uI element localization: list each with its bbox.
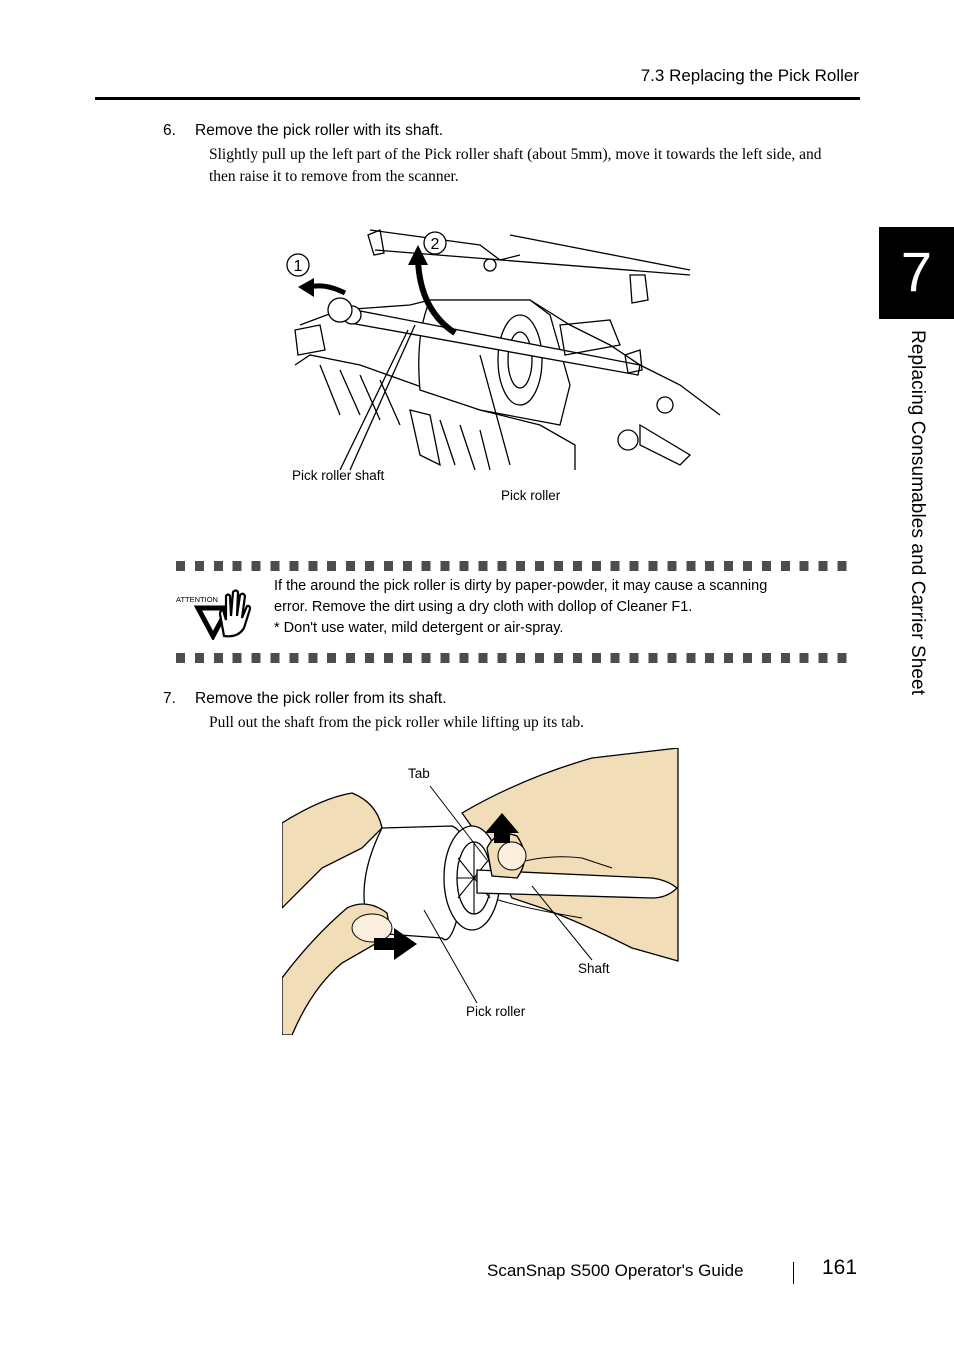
arrow-up-icon bbox=[485, 813, 519, 843]
marker-1: 1 bbox=[294, 258, 303, 275]
arrow-right-icon bbox=[374, 928, 417, 960]
marker-2: 2 bbox=[431, 236, 440, 253]
attention-text: If the around the pick roller is dirty b… bbox=[274, 576, 854, 639]
step-6-heading: 6. Remove the pick roller with its shaft. bbox=[163, 122, 443, 140]
label-pick-roller-2: Pick roller bbox=[466, 1004, 526, 1019]
attention-line-1: If the around the pick roller is dirty b… bbox=[274, 578, 768, 594]
page-number: 161 bbox=[822, 1256, 858, 1279]
marker-2-icon bbox=[423, 231, 447, 255]
footer-separator bbox=[793, 1262, 794, 1284]
attention-bottom-border bbox=[176, 653, 848, 663]
pick-roller-removal-illustration: 1 2 bbox=[286, 229, 721, 471]
marker-1-icon bbox=[286, 253, 310, 277]
step-7-heading: 7. Remove the pick roller from its shaft. bbox=[163, 690, 447, 708]
chapter-tab bbox=[879, 227, 954, 319]
footer-guide-title: ScanSnap S500 Operator's Guide bbox=[487, 1261, 744, 1280]
step-6-body: Slightly pull up the left part of the Pi… bbox=[209, 146, 822, 185]
arrow-up-icon bbox=[415, 259, 457, 336]
label-pick-roller-shaft: Pick roller shaft bbox=[292, 468, 385, 483]
step-7-body: Pull out the shaft from the pick roller … bbox=[209, 714, 584, 731]
header-rule bbox=[95, 97, 860, 100]
arrow-left-icon bbox=[309, 283, 347, 296]
section-title: 7.3 Replacing the Pick Roller bbox=[640, 66, 859, 85]
attention-hand-icon: ATTENTION bbox=[176, 589, 252, 640]
step-6-number: 6. bbox=[163, 122, 176, 139]
label-shaft: Shaft bbox=[578, 961, 610, 976]
label-pick-roller: Pick roller bbox=[501, 488, 561, 503]
shaft-removal-illustration bbox=[282, 748, 679, 1035]
chapter-number: 7 bbox=[900, 240, 933, 303]
attention-icon-label: ATTENTION bbox=[176, 595, 218, 604]
label-tab: Tab bbox=[408, 766, 430, 781]
step-6-title: Remove the pick roller with its shaft. bbox=[195, 122, 444, 139]
attention-line-2: error. Remove the dirt using a dry cloth… bbox=[274, 599, 693, 615]
step-7-title: Remove the pick roller from its shaft. bbox=[195, 690, 447, 707]
chapter-side-title: Replacing Consumables and Carrier Sheet bbox=[907, 330, 928, 696]
attention-top-border bbox=[176, 561, 848, 571]
attention-line-3: * Don't use water, mild detergent or air… bbox=[274, 620, 564, 636]
step-7-number: 7. bbox=[163, 690, 176, 707]
